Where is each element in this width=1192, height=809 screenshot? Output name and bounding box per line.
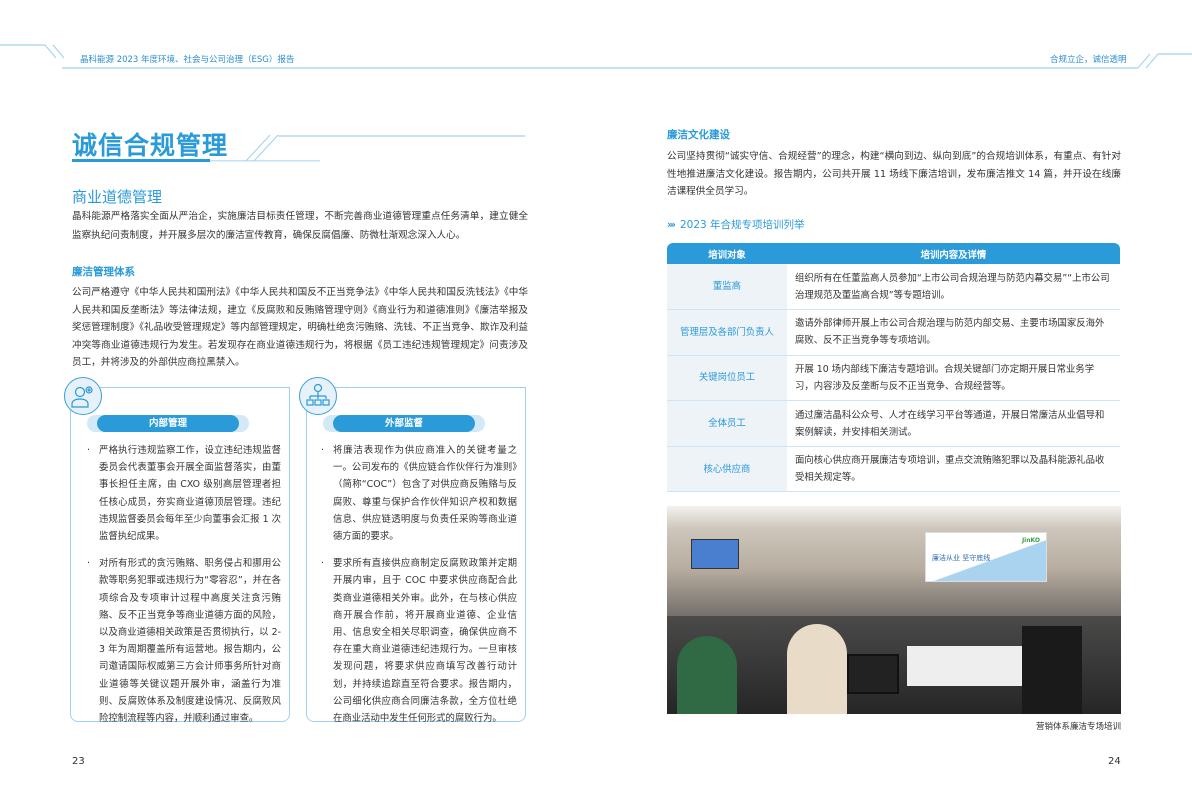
table-row: 关键岗位员工开展 10 场内部线下廉洁专题培训。合规关键部门亦定期开展日常业务学…: [667, 355, 1120, 402]
table-cell-target: 全体员工: [667, 400, 787, 447]
training-photo: JinKO 廉洁从业 坚守底线: [667, 506, 1121, 714]
table-cell-detail: 通过廉洁晶科公众号、人才在线学习平台等通道，开展日常廉洁从业倡导和案例解读，并安…: [787, 400, 1120, 447]
report-title-header: 晶科能源 2023 年度环境、社会与公司治理（ESG）报告: [80, 55, 295, 65]
external-supervision-label: 外部监督: [333, 415, 475, 432]
subsection-title-integrity-system: 廉洁管理体系: [72, 266, 135, 278]
table-row: 董监高组织所有在任董监高人员参加“上市公司合规治理与防范内幕交易”“上市公司治理…: [667, 264, 1120, 311]
table-cell-target: 核心供应商: [667, 446, 787, 493]
section-slogan-header: 合规立企，诚信透明: [1050, 55, 1127, 65]
table-cell-target: 董监高: [667, 264, 787, 311]
photo-caption: 营销体系廉洁专场培训: [1035, 722, 1121, 732]
page-number-right: 24: [1108, 756, 1121, 767]
table-cell-detail: 组织所有在任董监高人员参加“上市公司合规治理与防范内幕交易”“上市公司治理规范及…: [787, 264, 1120, 311]
list-item: 严格执行违规监察工作，设立违纪违规监督委员会代表董事会开展全面监督落实，由董事长…: [87, 442, 281, 545]
table-row: 核心供应商面向核心供应商开展廉洁专项培训，重点交流贿赂犯罪以及晶科能源礼品收受相…: [667, 446, 1120, 493]
column-header: 培训对象: [667, 243, 787, 264]
manager-gear-icon: [64, 377, 102, 415]
training-list-title: ›››2023 年合规专项培训列举: [667, 219, 805, 231]
page-title: 诚信合规管理: [72, 131, 229, 160]
presentation-screen: JinKO 廉洁从业 坚守底线: [925, 532, 1047, 582]
table-cell-target: 关键岗位员工: [667, 355, 787, 402]
table-cell-detail: 开展 10 场内部线下廉洁专题培训。合规关键部门亦定期开展日常业务学习，内容涉及…: [787, 355, 1120, 402]
business-ethics-intro: 晶科能源严格落实全面从严治企，实施廉洁目标责任管理，不断完善商业道德管理重点任务…: [72, 211, 528, 241]
external-supervision-card: 外部监督 将廉洁表现作为供应商准入的关键考量之一。公司发布的《供应链合作伙伴行为…: [306, 387, 526, 724]
column-header: 培训内容及详情: [787, 243, 1120, 264]
table-row: 全体员工通过廉洁晶科公众号、人才在线学习平台等通道，开展日常廉洁从业倡导和案例解…: [667, 400, 1120, 447]
table-cell-detail: 面向核心供应商开展廉洁专项培训，重点交流贿赂犯罪以及晶科能源礼品收受相关规定等。: [787, 446, 1120, 493]
triple-chevron-icon: ›››: [667, 219, 676, 231]
list-item: 对所有形式的贪污贿赂、职务侵占和挪用公款等职务犯罪或违规行为“零容忍”，并在各项…: [87, 555, 281, 727]
section-title-business-ethics: 商业道德管理: [72, 188, 163, 206]
table-cell-detail: 邀请外部律师开展上市公司合规治理与防范内部交易、主要市场国家反海外腐败、反不正当…: [787, 309, 1120, 356]
wall-monitor: [691, 539, 739, 569]
internal-management-label: 内部管理: [97, 415, 239, 432]
list-item: 将廉洁表现作为供应商准入的关键考量之一。公司发布的《供应链合作伙伴行为准则》（简…: [321, 442, 517, 545]
header-rule: [0, 44, 1192, 69]
org-chart-icon: [299, 377, 337, 415]
table-cell-target: 管理层及各部门负责人: [667, 309, 787, 356]
list-item: 要求所有直接供应商制定反腐败政策并定期开展内审，且于 COC 中要求供应商配合此…: [321, 555, 517, 727]
internal-management-card: 内部管理 严格执行违规监察工作，设立违纪违规监督委员会代表董事会开展全面监督落实…: [70, 387, 290, 724]
training-table: 培训对象 培训内容及详情 董监高组织所有在任董监高人员参加“上市公司合规治理与防…: [667, 243, 1120, 493]
section-title-integrity-culture: 廉洁文化建设: [667, 129, 730, 141]
integrity-culture-text: 公司坚持贯彻“诚实守信、合规经营”的理念，构建“横向到边、纵向到底”的合规培训体…: [667, 151, 1121, 197]
integrity-system-text: 公司严格遵守《中华人民共和国刑法》《中华人民共和国反不正当竞争法》《中华人民共和…: [72, 287, 528, 369]
table-row: 管理层及各部门负责人邀请外部律师开展上市公司合规治理与防范内部交易、主要市场国家…: [667, 309, 1120, 356]
page-number-left: 23: [72, 756, 85, 767]
title-decoration: [72, 135, 525, 162]
